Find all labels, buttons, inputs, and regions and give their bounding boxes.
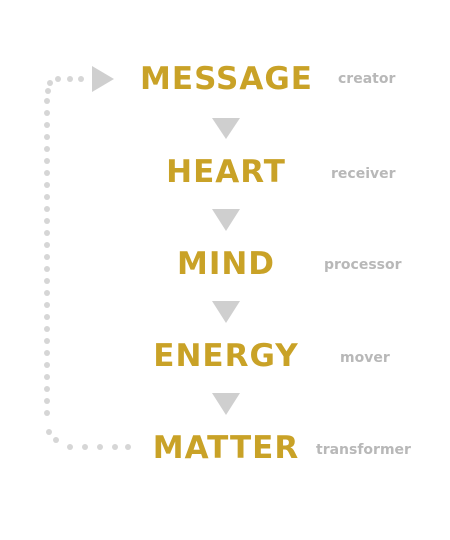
stage-matter: MATTER [152,430,300,466]
role-creator: creator [338,71,396,87]
loop-dot [44,230,50,236]
stage-message: MESSAGE [140,61,313,97]
role-receiver: receiver [331,166,396,182]
loop-dot [44,374,50,380]
loop-dot [44,254,50,260]
loop-dot [55,76,61,82]
loop-dot [44,98,50,104]
loop-dot [44,410,50,416]
loop-dot [44,242,50,248]
loop-dot [53,437,59,443]
loop-dot [44,338,50,344]
loop-dot [44,170,50,176]
loop-dot [45,88,51,94]
loop-dot [78,76,84,82]
loop-dot [44,314,50,320]
loop-arrow-icon [92,66,114,92]
loop-dot [44,362,50,368]
down-arrow-icon [212,301,240,323]
loop-dot [44,218,50,224]
loop-dot [44,110,50,116]
loop-dot [44,326,50,332]
loop-dot [97,444,103,450]
loop-dot [125,444,131,450]
loop-dot [44,158,50,164]
role-transformer: transformer [316,442,411,458]
role-processor: processor [324,257,402,273]
loop-dot [44,122,50,128]
loop-dot [44,350,50,356]
loop-dot [47,80,53,86]
role-mover: mover [340,350,390,366]
loop-dot [44,386,50,392]
down-arrow-icon [212,393,240,415]
loop-dot [67,444,73,450]
down-arrow-icon [212,118,240,139]
loop-dot [44,290,50,296]
loop-dot [44,134,50,140]
loop-dot [44,278,50,284]
loop-dot [44,266,50,272]
stage-mind: MIND [176,246,276,282]
loop-dot [82,444,88,450]
stage-heart: HEART [166,154,286,190]
down-arrow-icon [212,209,240,231]
loop-dot [46,429,52,435]
loop-dot [44,398,50,404]
loop-dot [44,302,50,308]
loop-dot [44,146,50,152]
dotted-loop-connector [44,76,131,450]
loop-dot [67,76,73,82]
loop-dot [44,194,50,200]
loop-dot [44,206,50,212]
stage-energy: ENERGY [153,338,299,374]
loop-dot [44,182,50,188]
loop-dot [112,444,118,450]
